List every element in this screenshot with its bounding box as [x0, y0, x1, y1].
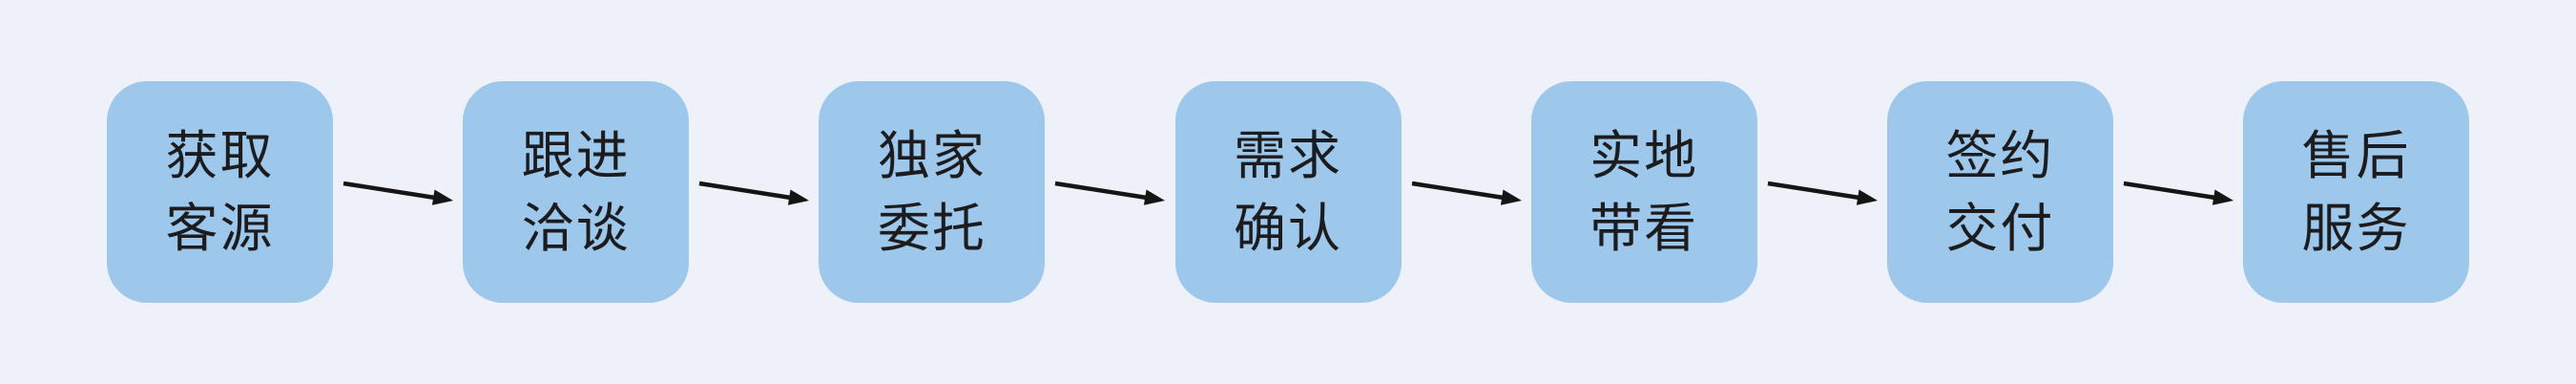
flow-step-acquire-clients: 获取 客源 [107, 81, 333, 303]
flow-step-label-line1: 实地 [1589, 126, 1699, 185]
flow-arrow-icon [333, 81, 463, 303]
flow-step-label-line1: 独家 [877, 126, 987, 185]
flow-arrow-icon [1757, 81, 1887, 303]
flow-step-label-line2: 洽谈 [521, 199, 631, 258]
flow-arrow-icon [1045, 81, 1174, 303]
flow-step-label-line2: 确认 [1234, 199, 1343, 258]
flow-step-label-line2: 委托 [877, 199, 987, 258]
flow-step-exclusive-entrust: 独家 委托 [819, 81, 1046, 303]
flow-step-label-line2: 客源 [165, 199, 275, 258]
flow-step-label-line2: 服务 [2301, 199, 2411, 258]
flow-step-label-line1: 需求 [1234, 126, 1343, 185]
flow-step-label-line2: 带看 [1589, 199, 1699, 258]
flow-arrow-icon [1402, 81, 1531, 303]
flow-step-site-viewing: 实地 带看 [1530, 81, 1757, 303]
flow-step-after-sales: 售后 服务 [2243, 81, 2470, 303]
flow-step-confirm-needs: 需求 确认 [1174, 81, 1402, 303]
flow-step-label-line1: 获取 [165, 126, 275, 185]
flow-arrow-icon [689, 81, 819, 303]
flow-step-label-line1: 签约 [1945, 126, 2055, 185]
flow-step-follow-up: 跟进 洽谈 [463, 81, 690, 303]
flow-step-label-line1: 跟进 [521, 126, 631, 185]
flow-step-label-line1: 售后 [2301, 126, 2411, 185]
flow-step-label-line2: 交付 [1945, 199, 2055, 258]
flow-step-sign-deliver: 签约 交付 [1886, 81, 2113, 303]
flow-arrow-icon [2113, 81, 2243, 303]
